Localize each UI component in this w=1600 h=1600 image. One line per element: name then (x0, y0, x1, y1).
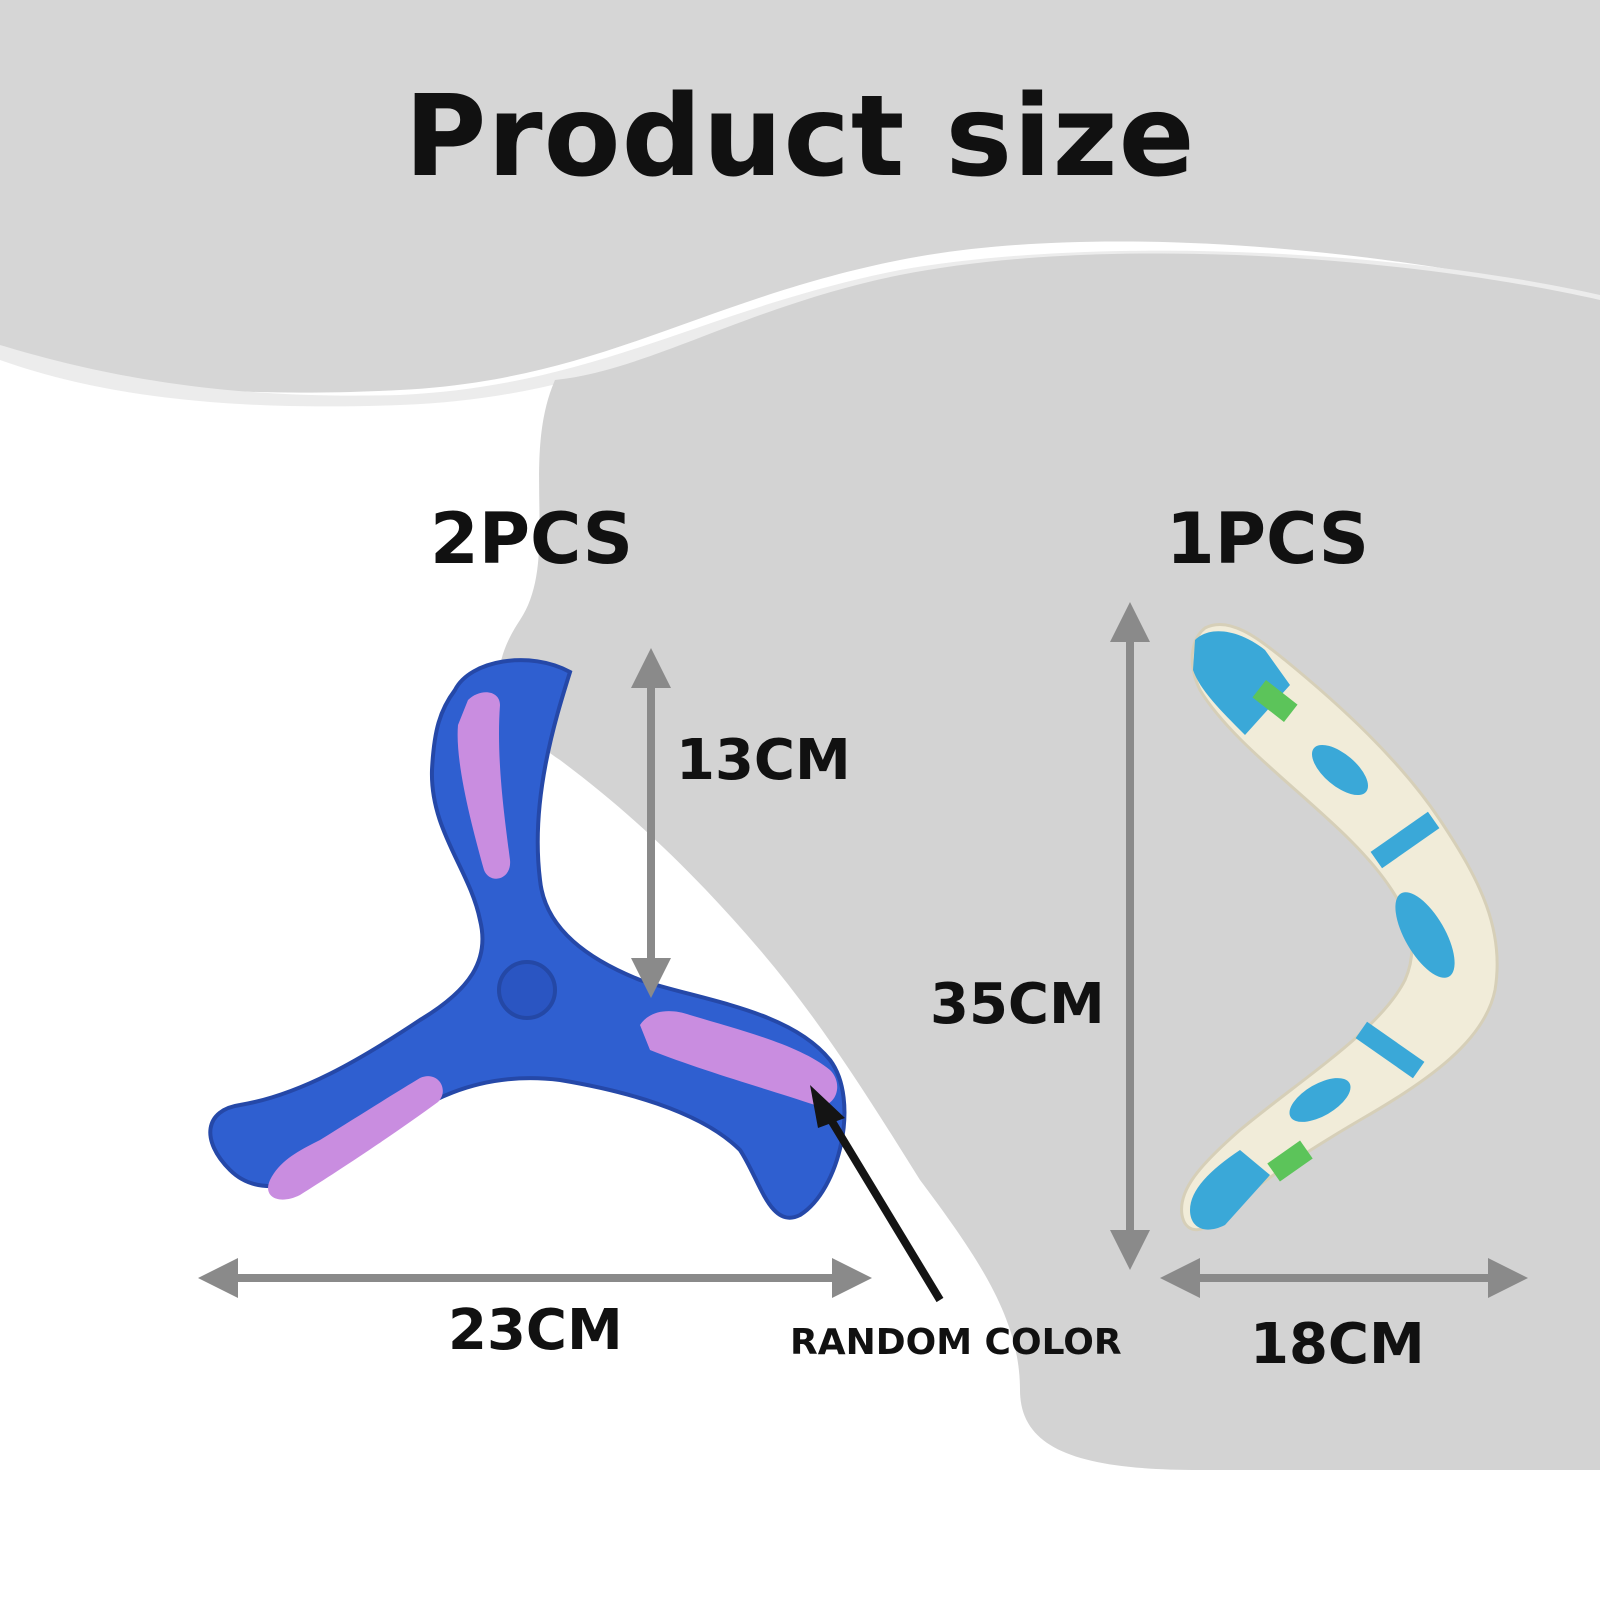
left-height-label: 13CM (676, 728, 851, 793)
teal-figure-3 (1289, 1078, 1351, 1122)
top-band (0, 0, 1600, 393)
tri-boomerang-body (208, 658, 847, 1220)
teal-band-2 (1355, 1021, 1425, 1079)
green-band-top (1252, 680, 1298, 722)
right-quantity-label: 1PCS (1166, 498, 1370, 580)
green-band-bottom (1267, 1140, 1313, 1182)
teal-panel-bottom (1190, 1150, 1270, 1230)
pointer-arrow (818, 1102, 944, 1303)
left-quantity-label: 2PCS (430, 498, 634, 580)
right-width-label: 18CM (1250, 1312, 1425, 1377)
gray-blob (499, 253, 1600, 1471)
pink-pad-right (640, 1011, 838, 1106)
left-width-label: 23CM (448, 1298, 623, 1363)
tri-boomerang-hub (497, 960, 557, 1020)
right-height-label: 35CM (930, 972, 1105, 1037)
teal-band-1 (1370, 811, 1440, 869)
pointer-arrowhead (810, 1085, 845, 1128)
page-title: Product size (404, 72, 1196, 202)
wave-highlight (0, 250, 1600, 407)
teal-panel-top (1193, 631, 1290, 735)
pink-pad-top (457, 692, 511, 879)
crescent-boomerang-image (1180, 622, 1499, 1231)
tri-boomerang-image (208, 658, 847, 1220)
teal-figure-1 (1311, 744, 1369, 796)
pink-pad-left (268, 1076, 443, 1200)
random-color-note: RANDOM COLOR (790, 1322, 1122, 1363)
crescent-boomerang-body (1180, 622, 1499, 1231)
teal-figure-2 (1395, 892, 1455, 978)
